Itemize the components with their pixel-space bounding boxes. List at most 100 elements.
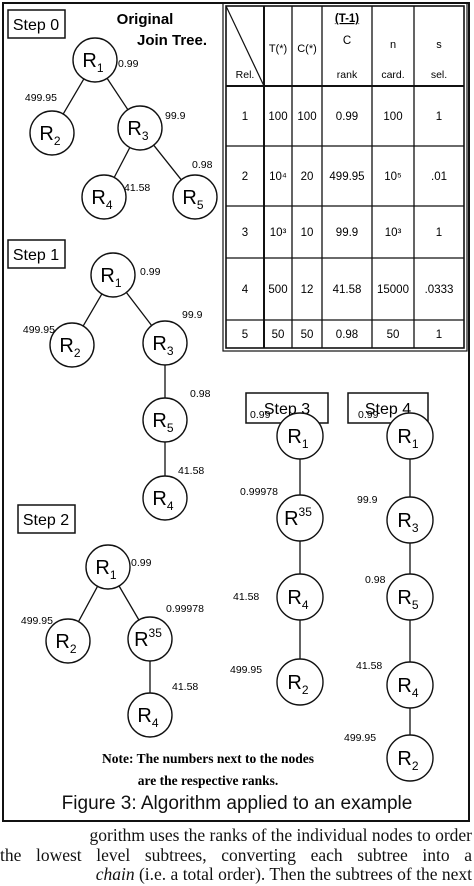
node-circle	[117, 105, 163, 151]
step4-label: Step 4	[365, 401, 411, 418]
table-cell-t: 500	[268, 284, 287, 296]
table-cell-t: 100	[268, 111, 287, 123]
step1-label: Step 1	[13, 247, 59, 264]
node-rank-label: 499.95	[21, 615, 53, 627]
table-cell-s: 1	[436, 329, 442, 341]
node-rank-label: 41.58	[233, 591, 259, 603]
node-label: R3	[127, 118, 148, 143]
node-circle	[386, 573, 434, 621]
node-circle	[127, 616, 173, 662]
table-header-c: C(*)	[297, 43, 317, 55]
table-header-rank: (T-1)	[335, 13, 359, 25]
title-line1: Original	[117, 11, 174, 28]
tree-edge-r1-r2	[62, 78, 85, 115]
node-rank-label: 0.99	[358, 409, 379, 421]
tree-edge-r1-r35	[118, 585, 140, 621]
node-rank-label: 0.98	[192, 159, 213, 171]
table-cell-n: 10³	[385, 227, 402, 239]
node-circle	[172, 174, 218, 220]
step2-label: Step 2	[23, 512, 69, 529]
table-header-rank-sub: rank	[337, 69, 358, 81]
node-rank-label: 41.58	[172, 681, 198, 693]
step0-label: Step 0	[13, 17, 59, 34]
node-r1: R10.99	[85, 544, 152, 590]
node-circle	[81, 174, 127, 220]
body-line-2: the lowest level subtrees, converting ea…	[0, 844, 472, 865]
node-circle	[386, 496, 434, 544]
node-rank-label: 0.99978	[240, 486, 278, 498]
node-label: R1	[397, 426, 418, 451]
node-rank-label: 499.95	[230, 664, 262, 676]
table-header-n-sub: card.	[381, 69, 404, 81]
node-label: R5	[397, 587, 418, 612]
table-cell-n: 15000	[377, 284, 409, 296]
table-cell-rel: 1	[242, 111, 248, 123]
node-label: R2	[397, 748, 418, 773]
node-rank-label: 499.95	[23, 324, 55, 336]
node-r1: R1 0.99	[72, 37, 139, 83]
table-cell-n: 10⁵	[384, 171, 402, 183]
note-line2: are the respective ranks.	[138, 773, 278, 788]
table-cell-c: 10	[301, 227, 314, 239]
node-rank-label: 0.99978	[166, 603, 204, 615]
node-r1: R1 0.99	[250, 409, 324, 460]
body-line-3-rest: (i.e. a total order). Then the subtrees …	[134, 864, 472, 884]
node-rank-label: 0.99	[118, 58, 139, 70]
node-circle	[142, 475, 188, 521]
node-rank-label: 99.9	[182, 309, 203, 321]
table-cell-c: 12	[301, 284, 314, 296]
node-label: R35	[134, 626, 162, 651]
table-corner-diagonal	[225, 5, 265, 87]
node-r35: R35 0.99978	[127, 603, 204, 662]
node-label: R4	[152, 488, 173, 513]
table-cell-c: 50	[301, 329, 314, 341]
node-r5: R50.98	[365, 573, 434, 621]
table-cell-rank: 499.95	[329, 171, 364, 183]
node-circle	[386, 734, 434, 782]
table-cell-rel: 3	[242, 227, 248, 239]
table-cell-rel: 4	[242, 284, 249, 296]
node-circle	[45, 618, 91, 664]
table-cell-n: 100	[383, 111, 402, 123]
node-label: R1	[95, 557, 116, 582]
table-cell-c: 20	[301, 171, 314, 183]
step1-box	[7, 239, 66, 269]
tree-edge-r1-r2	[82, 293, 103, 327]
table-cell-s: .01	[431, 171, 447, 183]
node-circle	[49, 322, 95, 368]
table-outer-border	[222, 2, 468, 352]
body-italic-chain: chain	[95, 864, 135, 884]
node-label: R1	[287, 426, 308, 451]
table-corner-label: Rel.	[236, 69, 255, 81]
node-r2: R2 499.95	[230, 658, 324, 706]
node-rank-label: 0.99	[140, 266, 161, 278]
node-rank-label: 99.9	[357, 494, 378, 506]
node-label: R35	[284, 505, 312, 530]
node-circle	[142, 397, 188, 443]
title-line2: Join Tree.	[137, 32, 207, 49]
node-label: R2	[287, 672, 308, 697]
node-r1: R1 0.99	[358, 409, 434, 460]
table-header-n: n	[390, 39, 396, 51]
node-label: R1	[82, 50, 103, 75]
figure-caption: Figure 3: Algorithm applied to an exampl…	[61, 793, 413, 814]
step2-box	[17, 504, 76, 534]
node-rank-label: 0.99	[250, 409, 271, 421]
node-circle	[386, 661, 434, 709]
tree-edge-r1-r3	[125, 292, 153, 326]
node-r35: R35 0.99978	[240, 486, 324, 542]
node-circle	[90, 252, 136, 298]
node-circle	[386, 412, 434, 460]
